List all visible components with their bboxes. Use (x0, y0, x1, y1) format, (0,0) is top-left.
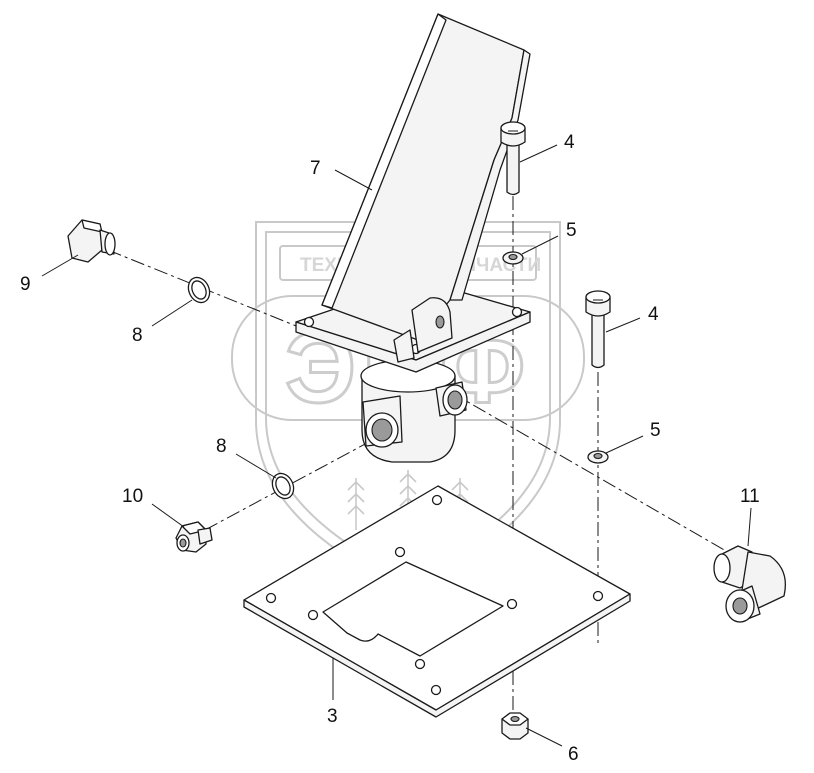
part-8-o-ring-lower (271, 472, 295, 500)
axis-line-11 (429, 379, 746, 563)
callouts: 7 4 5 4 5 9 8 8 10 11 3 6 (20, 132, 760, 765)
part-4-bolt-lower (585, 290, 611, 369)
part-5-washer-upper (502, 251, 524, 265)
part-9-plug (67, 219, 116, 263)
leader-5a (521, 235, 559, 255)
part-11-elbow-fitting (713, 545, 787, 623)
part-3-mounting-plate (243, 485, 631, 718)
callout-6: 6 (568, 744, 579, 765)
leader-5b (605, 435, 644, 454)
valve-body (360, 359, 468, 463)
leader-11 (747, 507, 752, 547)
leader-4b (605, 317, 641, 333)
leader-6 (525, 727, 563, 747)
leader-4a (519, 144, 558, 163)
leader-9 (41, 254, 79, 277)
axis-line-10 (204, 427, 396, 531)
part-4-bolt-upper (500, 121, 526, 196)
part-5-washer-lower (587, 450, 609, 464)
callout-4-upper: 4 (564, 132, 575, 153)
leader-lines (41, 144, 752, 747)
callout-9: 9 (20, 274, 31, 295)
leader-10 (151, 503, 185, 528)
part-6-nut (501, 712, 529, 740)
callout-4-lower: 4 (648, 304, 659, 325)
part-8-o-ring-upper (187, 276, 211, 304)
callout-10: 10 (122, 486, 143, 507)
leader-8a (151, 299, 193, 327)
callout-8-lower: 8 (216, 436, 227, 457)
callout-5-upper: 5 (566, 220, 577, 241)
callout-5-lower: 5 (650, 420, 661, 441)
part-10-fitting (175, 521, 213, 553)
leader-7 (334, 169, 373, 191)
axis-line-9 (107, 249, 431, 381)
callout-11: 11 (740, 486, 760, 507)
leader-8b (235, 453, 277, 479)
callout-8-upper: 8 (132, 325, 143, 346)
callout-7: 7 (310, 158, 321, 179)
callout-3: 3 (327, 706, 338, 727)
